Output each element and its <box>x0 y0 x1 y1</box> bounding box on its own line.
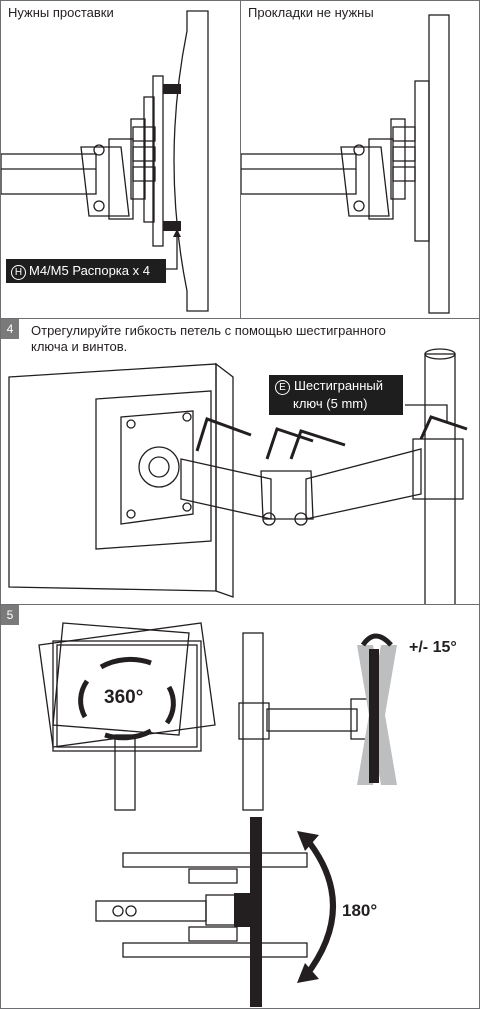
step-4-text-line-2: ключа и винтов. <box>31 339 128 354</box>
caption-spacers-not-needed: Прокладки не нужны <box>248 5 374 20</box>
illustration-rotation-range <box>38 622 397 1007</box>
illustration-hex-key-adjustment <box>8 348 468 604</box>
panel-step-5: 5 360° +/- 15° 180° <box>0 604 480 1009</box>
panel-step-4: 4 Отрегулируйте гибкость петель с помощь… <box>0 318 480 605</box>
panel-spacers-not-needed: Прокладки не нужны <box>240 0 480 319</box>
swivel-180-label: 180° <box>342 901 378 920</box>
tilt-15-label: +/- 15° <box>409 639 457 656</box>
spacer-callout-label: M4/M5 Распорка x 4 <box>29 263 150 278</box>
badge-e-icon: E <box>275 380 290 395</box>
hex-key-callout: E Шестигранный ключ (5 mm) <box>269 375 403 415</box>
illustration-arm-without-spacers <box>241 14 450 314</box>
hex-key-callout-line-2: ключ (5 mm) <box>293 396 368 411</box>
step-number-5: 5 <box>1 605 19 625</box>
hex-key-callout-line-1: Шестигранный <box>294 378 384 393</box>
badge-h-icon: H <box>11 265 26 280</box>
step-number-4: 4 <box>1 319 19 339</box>
step-4-text-line-1: Отрегулируйте гибкость петель с помощью … <box>31 323 386 338</box>
illustration-arm-with-spacers <box>1 10 209 312</box>
caption-spacers-needed: Нужны проставки <box>8 5 114 20</box>
rotation-360-label: 360° <box>104 687 144 708</box>
